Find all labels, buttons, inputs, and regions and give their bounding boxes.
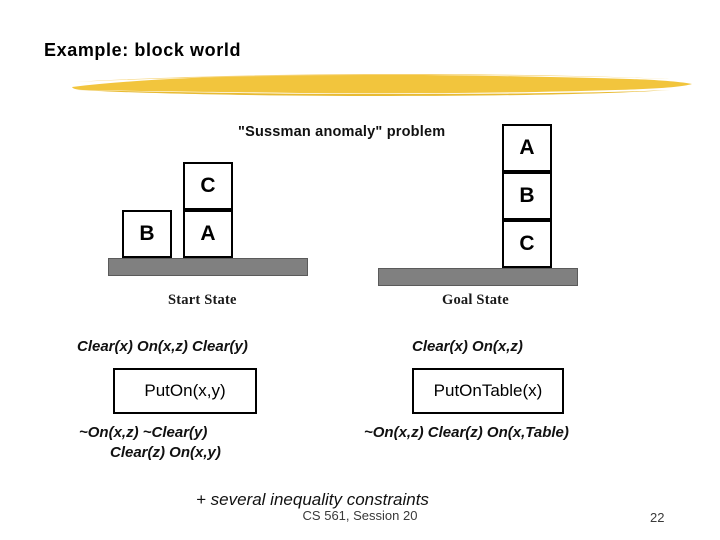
yellow-brush-underline [72, 74, 692, 96]
start-state-label: Start State [168, 292, 237, 308]
puton-action-box: PutOn(x,y) [113, 368, 257, 414]
footer-page-number: 22 [650, 510, 665, 525]
puton-effects-line2: Clear(z) On(x,y) [110, 444, 221, 461]
goal-state-label: Goal State [442, 292, 509, 308]
puton-action-label: PutOn(x,y) [144, 381, 226, 400]
start-block-c: C [183, 162, 233, 210]
start-block-b: B [122, 210, 172, 258]
start-block-a: A [183, 210, 233, 258]
figure-caption: "Sussman anomaly" problem [238, 124, 446, 140]
start-table-surface [108, 258, 308, 276]
goal-table-surface [378, 268, 578, 286]
inequality-constraints-note: + several inequality constraints [196, 490, 429, 509]
putontable-preconditions: Clear(x) On(x,z) [412, 338, 523, 355]
footer-session-label: CS 561, Session 20 [302, 508, 418, 523]
block-world-figure: "Sussman anomaly" problem B C A Start St… [0, 110, 720, 510]
putontable-effects-line1: ~On(x,z) Clear(z) On(x,Table) [364, 424, 569, 441]
goal-block-b: B [502, 172, 552, 220]
goal-block-a: A [502, 124, 552, 172]
puton-effects-line1: ~On(x,z) ~Clear(y) [79, 424, 208, 441]
putontable-action-box: PutOnTable(x) [412, 368, 564, 414]
puton-preconditions: Clear(x) On(x,z) Clear(y) [77, 338, 248, 355]
goal-block-c: C [502, 220, 552, 268]
putontable-action-label: PutOnTable(x) [433, 381, 543, 400]
page-title: Example: block world [44, 40, 242, 60]
